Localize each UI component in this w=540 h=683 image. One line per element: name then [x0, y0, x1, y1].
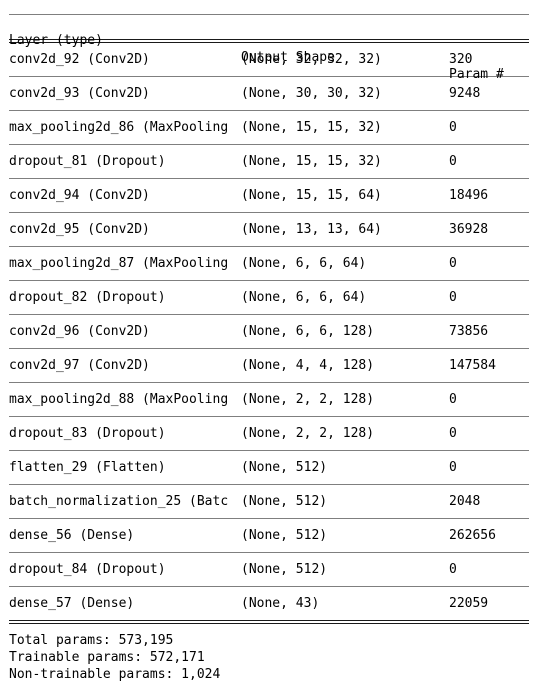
- top-rule: [9, 14, 529, 15]
- layer-output-shape: (None, 13, 13, 64): [241, 222, 382, 237]
- layer-output-shape: (None, 6, 6, 64): [241, 256, 367, 271]
- layer-output-shape: (None, 30, 30, 32): [241, 86, 382, 101]
- row-separator: [9, 144, 529, 145]
- layer-param-count: 73856: [449, 324, 489, 339]
- trainable-params: Trainable params: 572,171: [9, 650, 205, 665]
- layer-output-shape: (None, 6, 6, 64): [241, 290, 367, 305]
- layer-row: max_pooling2d_88 (MaxPooling (None, 2, 2,…: [9, 391, 529, 408]
- layer-param-count: 0: [449, 460, 457, 475]
- layer-row: max_pooling2d_87 (MaxPooling (None, 6, 6,…: [9, 255, 529, 272]
- layer-output-shape: (None, 43): [241, 596, 320, 611]
- layer-output-shape: (None, 15, 15, 32): [241, 120, 382, 135]
- row-separator: [9, 76, 529, 77]
- layer-param-count: 2048: [449, 494, 481, 509]
- layer-name: dropout_81 (Dropout): [9, 154, 166, 169]
- layer-param-count: 0: [449, 392, 457, 407]
- row-separator: [9, 382, 529, 383]
- row-separator: [9, 518, 529, 519]
- layer-param-count: 0: [449, 290, 457, 305]
- layer-name: conv2d_94 (Conv2D): [9, 188, 150, 203]
- layer-name: conv2d_93 (Conv2D): [9, 86, 150, 101]
- row-separator: [9, 416, 529, 417]
- header-row: Layer (type) Output Shape Param #: [9, 15, 529, 82]
- layer-row: dropout_84 (Dropout) (None, 512) 0: [9, 561, 529, 578]
- layer-param-count: 0: [449, 120, 457, 135]
- layer-row: batch_normalization_25 (Batc (None, 512) 2…: [9, 493, 529, 510]
- layer-output-shape: (None, 6, 6, 128): [241, 324, 375, 339]
- layer-name: flatten_29 (Flatten): [9, 460, 166, 475]
- layer-output-shape: (None, 2, 2, 128): [241, 426, 375, 441]
- layer-name: conv2d_97 (Conv2D): [9, 358, 150, 373]
- layer-output-shape: (None, 15, 15, 32): [241, 154, 382, 169]
- layer-row: dropout_82 (Dropout) (None, 6, 6, 64) 0: [9, 289, 529, 306]
- layer-output-shape: (None, 512): [241, 562, 328, 577]
- row-separator: [9, 246, 529, 247]
- header-double-rule: [9, 39, 529, 43]
- layer-row: dropout_83 (Dropout) (None, 2, 2, 128) 0: [9, 425, 529, 442]
- layer-row: dense_56 (Dense) (None, 512) 262656: [9, 527, 529, 544]
- layer-name: conv2d_95 (Conv2D): [9, 222, 150, 237]
- total-params: Total params: 573,195: [9, 633, 174, 648]
- layer-param-count: 36928: [449, 222, 489, 237]
- layer-row: conv2d_92 (Conv2D) (None, 32, 32, 32) 320: [9, 51, 529, 68]
- layer-row: conv2d_96 (Conv2D) (None, 6, 6, 128) 73856: [9, 323, 529, 340]
- layer-output-shape: (None, 15, 15, 64): [241, 188, 382, 203]
- layer-name: max_pooling2d_86 (MaxPooling: [9, 120, 229, 135]
- row-separator: [9, 110, 529, 111]
- layer-output-shape: (None, 4, 4, 128): [241, 358, 375, 373]
- layer-param-count: 0: [449, 426, 457, 441]
- layer-row: flatten_29 (Flatten) (None, 512) 0: [9, 459, 529, 476]
- layer-name: dense_57 (Dense): [9, 596, 135, 611]
- layer-name: max_pooling2d_88 (MaxPooling: [9, 392, 229, 407]
- layer-row: dropout_81 (Dropout) (None, 15, 15, 32) 0: [9, 153, 529, 170]
- layer-name: dropout_84 (Dropout): [9, 562, 166, 577]
- layer-name: batch_normalization_25 (Batc: [9, 494, 229, 509]
- row-separator: [9, 348, 529, 349]
- row-separator: [9, 178, 529, 179]
- header-layer: Layer (type): [9, 33, 103, 48]
- layer-param-count: 320: [449, 52, 473, 67]
- layer-name: dropout_82 (Dropout): [9, 290, 166, 305]
- layer-output-shape: (None, 32, 32, 32): [241, 52, 382, 67]
- model-summary: Layer (type) Output Shape Param # conv2d…: [9, 0, 529, 683]
- row-separator: [9, 552, 529, 553]
- layer-row: conv2d_94 (Conv2D) (None, 15, 15, 64) 1849…: [9, 187, 529, 204]
- layer-param-count: 0: [449, 256, 457, 271]
- layer-name: conv2d_96 (Conv2D): [9, 324, 150, 339]
- layer-name: dropout_83 (Dropout): [9, 426, 166, 441]
- layer-row: dense_57 (Dense) (None, 43) 22059: [9, 595, 529, 612]
- row-separator: [9, 280, 529, 281]
- layer-param-count: 0: [449, 154, 457, 169]
- layer-param-count: 262656: [449, 528, 496, 543]
- header-param-count: Param #: [449, 67, 504, 82]
- footer-double-rule: [9, 620, 529, 624]
- layer-row: conv2d_97 (Conv2D) (None, 4, 4, 128) 14758…: [9, 357, 529, 374]
- non-trainable-params: Non-trainable params: 1,024: [9, 667, 221, 682]
- layer-param-count: 9248: [449, 86, 481, 101]
- layer-output-shape: (None, 512): [241, 494, 328, 509]
- layer-param-count: 0: [449, 562, 457, 577]
- layer-param-count: 147584: [449, 358, 496, 373]
- layer-name: dense_56 (Dense): [9, 528, 135, 543]
- layer-output-shape: (None, 512): [241, 460, 328, 475]
- row-separator: [9, 586, 529, 587]
- row-separator: [9, 212, 529, 213]
- row-separator: [9, 450, 529, 451]
- layer-row: max_pooling2d_86 (MaxPooling (None, 15, 1…: [9, 119, 529, 136]
- layer-name: max_pooling2d_87 (MaxPooling: [9, 256, 229, 271]
- layer-output-shape: (None, 2, 2, 128): [241, 392, 375, 407]
- layer-row: conv2d_95 (Conv2D) (None, 13, 13, 64) 3692…: [9, 221, 529, 238]
- layer-name: conv2d_92 (Conv2D): [9, 52, 150, 67]
- layer-param-count: 18496: [449, 188, 489, 203]
- row-separator: [9, 314, 529, 315]
- layer-row: conv2d_93 (Conv2D) (None, 30, 30, 32) 9248: [9, 85, 529, 102]
- row-separator: [9, 484, 529, 485]
- layer-output-shape: (None, 512): [241, 528, 328, 543]
- header-output-shape: Output Shape: [241, 50, 335, 65]
- layer-param-count: 22059: [449, 596, 489, 611]
